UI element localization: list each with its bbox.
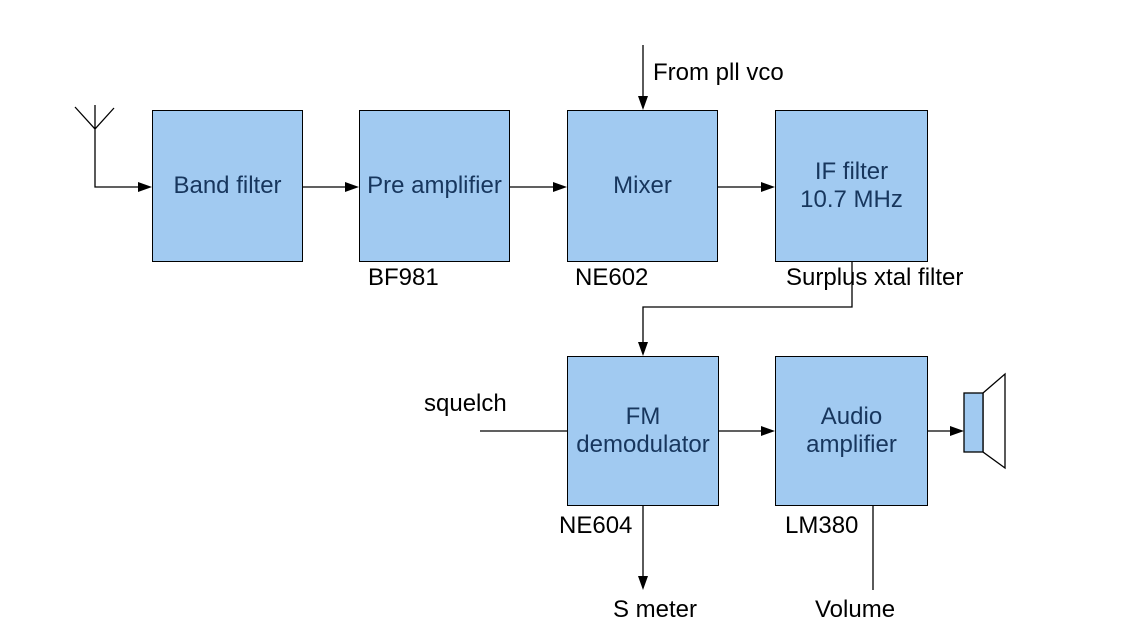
speaker-icon bbox=[963, 372, 1006, 470]
arrowhead-into-if-filter bbox=[761, 182, 775, 192]
block-label-band-filter: Band filter bbox=[173, 171, 282, 199]
block-band-filter: Band filter bbox=[152, 110, 303, 262]
block-pre-amplifier: Pre amplifier bbox=[359, 110, 510, 262]
block-label-audio-amplifier: Audio amplifier bbox=[806, 402, 897, 458]
arrowhead-into-audio-amplifier bbox=[761, 426, 775, 436]
pll-input-label: From pll vco bbox=[653, 59, 784, 86]
block-label-mixer: Mixer bbox=[613, 171, 672, 199]
part-label-surplus-xtal-filter: Surplus xtal filter bbox=[786, 264, 964, 291]
antenna-icon bbox=[74, 105, 138, 188]
arrowhead-into-mixer bbox=[553, 182, 567, 192]
block-audio-amplifier: Audio amplifier bbox=[775, 356, 928, 506]
part-label-ne604: NE604 bbox=[559, 512, 633, 539]
arrowhead-to-s-meter bbox=[638, 576, 648, 590]
block-label-pre-amplifier: Pre amplifier bbox=[367, 171, 502, 199]
wire-if-filter-to-fm-demodulator bbox=[642, 262, 853, 342]
arrowhead-into-speaker bbox=[950, 426, 964, 436]
part-label-ne602: NE602 bbox=[575, 264, 649, 291]
squelch-label: squelch bbox=[424, 390, 507, 417]
arrowhead-pll-into-mixer bbox=[638, 96, 648, 110]
block-mixer: Mixer bbox=[567, 110, 718, 262]
volume-label: Volume bbox=[815, 596, 896, 623]
s-meter-label: S meter bbox=[613, 596, 698, 623]
arrowhead-into-band-filter bbox=[138, 182, 152, 192]
block-label-if-filter: IF filter 10.7 MHz bbox=[800, 157, 903, 213]
arrowhead-into-pre-amplifier bbox=[345, 182, 359, 192]
part-label-lm380: LM380 bbox=[785, 512, 859, 539]
block-label-fm-demodulator: FM demodulator bbox=[576, 402, 710, 458]
block-if-filter: IF filter 10.7 MHz bbox=[775, 110, 928, 262]
arrowhead-into-fm-demodulator bbox=[638, 342, 648, 356]
part-label-bf981: BF981 bbox=[368, 264, 439, 291]
block-fm-demodulator: FM demodulator bbox=[567, 356, 719, 506]
